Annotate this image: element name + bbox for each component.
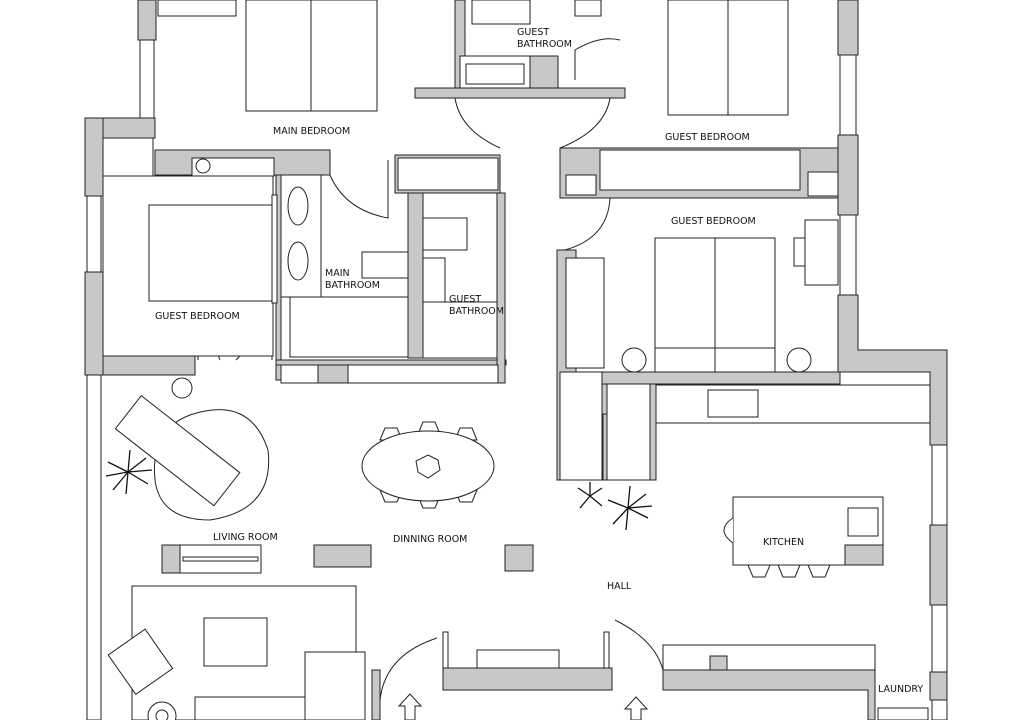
walls <box>84 0 948 720</box>
label-guest-bedroom-left: GUEST BEDROOM <box>155 311 240 322</box>
label-main-bathroom-2: BATHROOM <box>325 280 380 291</box>
label-main-bathroom: MAIN <box>325 268 350 279</box>
label-laundry: LAUNDRY <box>878 684 923 695</box>
plant-icon <box>105 449 653 531</box>
label-guest-bathroom-mid-2: BATHROOM <box>449 306 504 317</box>
label-main-bedroom: MAIN BEDROOM <box>273 126 350 137</box>
label-hall: HALL <box>607 581 632 592</box>
label-guest-bedroom-right: GUEST BEDROOM <box>671 216 756 227</box>
label-guest-bathroom-mid: GUEST <box>449 294 481 305</box>
label-living-room: LIVING ROOM <box>213 532 278 543</box>
label-kitchen: KITCHEN <box>763 537 804 548</box>
room-labels: MAIN BEDROOM GUEST BATHROOM GUEST BEDROO… <box>155 27 923 695</box>
label-guest-bathroom-top: GUEST <box>517 27 549 38</box>
label-guest-bathroom-top-2: BATHROOM <box>517 39 572 50</box>
furniture <box>102 0 884 720</box>
label-guest-bedroom-top-right: GUEST BEDROOM <box>665 132 750 143</box>
doors <box>197 38 664 701</box>
label-dinning-room: DINNING ROOM <box>393 534 467 545</box>
